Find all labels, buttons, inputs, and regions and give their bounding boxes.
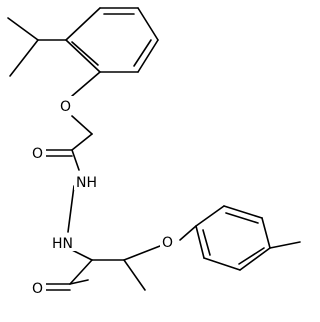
hydrazide-nh-upper: NH (76, 175, 97, 191)
ether-oxygen-top: O (60, 99, 71, 115)
lower-linker-bonds (41, 225, 197, 291)
top-linker-bonds (41, 71, 101, 261)
carbonyl-oxygen-top: O (32, 146, 43, 162)
molecule-structure: O O NH HN O O (7, 7, 301, 297)
hydrazide-nh-lower: HN (52, 236, 73, 252)
top-benzene-ring (65, 7, 159, 73)
bottom-benzene-ring (195, 205, 301, 271)
atom-labels: O O NH HN O O (30, 96, 176, 297)
ether-oxygen-bottom: O (162, 235, 173, 251)
isopropyl-group (7, 17, 67, 77)
carbonyl-oxygen-bottom: O (32, 281, 43, 297)
